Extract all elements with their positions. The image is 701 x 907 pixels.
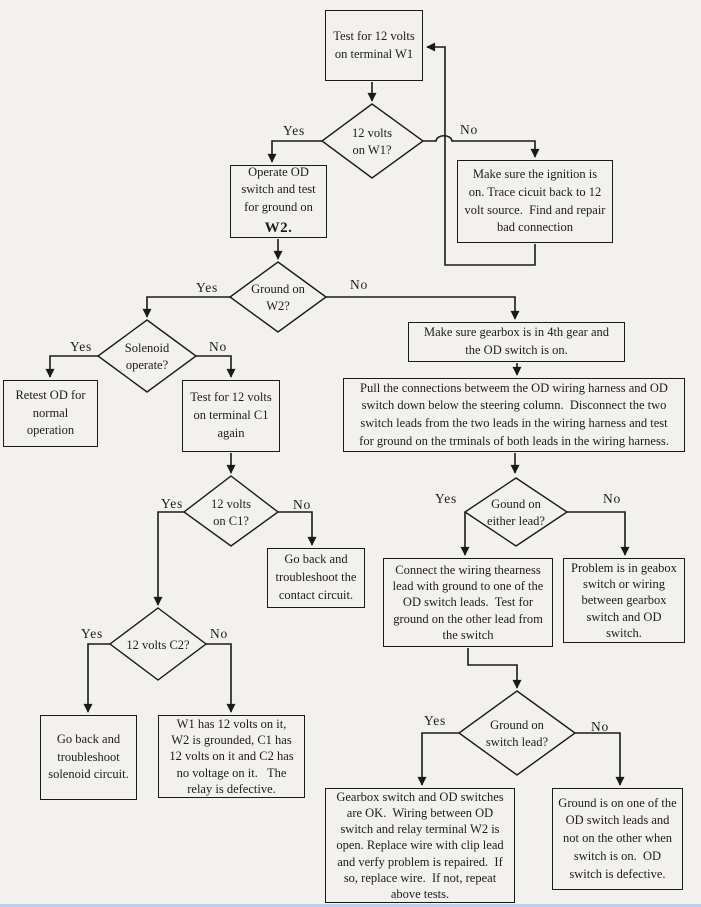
flow-box-gearbox-4th: Make sure gearbox is in 4th gear and the… (408, 322, 625, 362)
flow-box-goback-contact: Go back and troubleshoot the contact cir… (267, 548, 365, 608)
flow-box-text: Make sure gearbox is in 4th gear and the… (423, 325, 609, 357)
decision-solenoid: Solenoid operate? (124, 341, 170, 372)
edge-label-no-either-lead: No (603, 491, 622, 506)
edge-label-yes-volts-c1: Yes (161, 496, 184, 511)
edge-label-no-w1: No (460, 122, 479, 137)
flow-box-text: Test for 12 volts on terminal W1 (333, 28, 415, 61)
flow-box-text: W1 has 12 volts on it, W2 is grounded, C… (169, 716, 294, 796)
diamond-shape-volts-c1 (182, 475, 280, 547)
edge-label-yes-volts-c2: Yes (81, 626, 104, 641)
connector-ignition-loopback-to-testw1 (426, 42, 536, 266)
edge-label-no-ground-w2: No (350, 277, 369, 292)
flow-box-od-defective: Ground is on one of the OD switch leads … (552, 788, 683, 890)
edge-label-no-volts-c1: No (293, 497, 312, 512)
edge-label-yes-ground-w2: Yes (196, 280, 219, 295)
flow-box-retest-od: Retest OD for normal operation (3, 380, 98, 447)
connector-solenoidno-to-testc1 (196, 355, 236, 378)
flow-box-text: Go back and troubleshoot the contact cir… (275, 552, 357, 602)
flow-box-problem-gearbox: Problem is in geabox switch or wiring be… (563, 558, 685, 643)
flow-box-text: Connect the wiring thearness lead with g… (392, 562, 544, 642)
flow-box-relay-defective: W1 has 12 volts on it, W2 is grounded, C… (158, 715, 305, 798)
diamond-shape-volts-c2 (108, 607, 208, 681)
connector-w1no-to-ignition (423, 134, 540, 158)
flow-box-text: Retest OD for normal operation (15, 387, 86, 438)
edge-label-yes-solenoid: Yes (70, 339, 93, 354)
edge-label-no-solenoid: No (209, 339, 228, 354)
connector-groundw2yes-to-solenoid (142, 296, 230, 318)
diamond-shape-ground-w2 (228, 261, 328, 333)
connector-c2yes-to-gobacksolenoid (83, 643, 110, 713)
connector-eitherno-to-problemgearbox (567, 511, 630, 556)
flow-box-operate-od: Operate OD switch and test for ground on… (230, 165, 327, 238)
diamond-shape-solenoid (96, 319, 198, 393)
connector-c2no-to-relaydefective (206, 643, 236, 713)
flow-box-text: Pull the connections betweem the OD wiri… (359, 380, 669, 448)
edge-label-yes-w1: Yes (283, 123, 306, 138)
connector-w1yes-to-operateod (267, 140, 322, 163)
connector-switchno-to-oddefective (575, 732, 625, 786)
decision-volts-c2: 12 volts C2? (126, 638, 190, 652)
flow-box-text: Operate OD switch and test for ground on (241, 164, 316, 215)
decision-switch-lead: Ground on switch lead? (485, 718, 549, 749)
flow-box-text: Test for 12 volts on terminal C1 again (190, 390, 272, 440)
flow-box-connect-harness: Connect the wiring thearness lead with g… (383, 558, 553, 647)
flow-box-text-group: Operate OD switch and test for ground on… (241, 164, 315, 240)
flow-box-text: Gearbox switch and OD switches are OK. W… (336, 789, 504, 902)
flow-box-text: Make sure the ignition is on. Trace cicu… (464, 167, 606, 235)
flow-box-ignition: Make sure the ignition is on. Trace cicu… (457, 160, 613, 243)
connector-switchyes-to-gearboxok (417, 732, 459, 786)
flow-box-goback-solenoid: Go back and troubleshoot solenoid circui… (40, 715, 137, 800)
flow-box-test-c1: Test for 12 volts on terminal C1 again (182, 380, 280, 452)
diamond-shape-either-lead (463, 477, 569, 547)
decision-volts-w1: 12 volts on W1? (352, 126, 392, 157)
edge-label-yes-switch-lead: Yes (424, 713, 447, 728)
decision-volts-c1: 12 volts on C1? (211, 497, 251, 528)
edge-label-no-volts-c2: No (210, 626, 229, 641)
flow-box-test-w1: Test for 12 volts on terminal W1 (325, 10, 423, 81)
connector-c1no-to-gobackcontact (278, 511, 317, 546)
flow-box-text: Ground is on one of the OD switch leads … (558, 795, 677, 881)
flow-box-pull-connections: Pull the connections betweem the OD wiri… (343, 378, 685, 452)
diamond-shape-switch-lead (457, 690, 577, 776)
decision-ground-w2: Ground on W2? (251, 282, 305, 313)
flow-box-text: Problem is in geabox switch or wiring be… (571, 560, 677, 640)
connector-solenoidyes-to-retest (45, 355, 98, 378)
connector-connect-to-switchlead (467, 648, 522, 689)
flow-box-emphasis-w2: W2. (264, 219, 293, 236)
flow-box-text: Go back and troubleshoot solenoid circui… (48, 731, 129, 782)
edge-label-yes-either-lead: Yes (435, 491, 458, 506)
decision-either-lead: Gound on either lead? (487, 497, 545, 528)
edge-label-no-switch-lead: No (591, 719, 610, 734)
connector-c1yes-to-voltsc2 (153, 511, 184, 606)
diamond-shape-volts-w1 (320, 103, 425, 179)
scan-edge-artifact (0, 904, 701, 907)
flow-box-gearbox-ok: Gearbox switch and OD switches are OK. W… (325, 788, 515, 903)
connector-groundw2no-to-gearbox4th (326, 296, 520, 320)
